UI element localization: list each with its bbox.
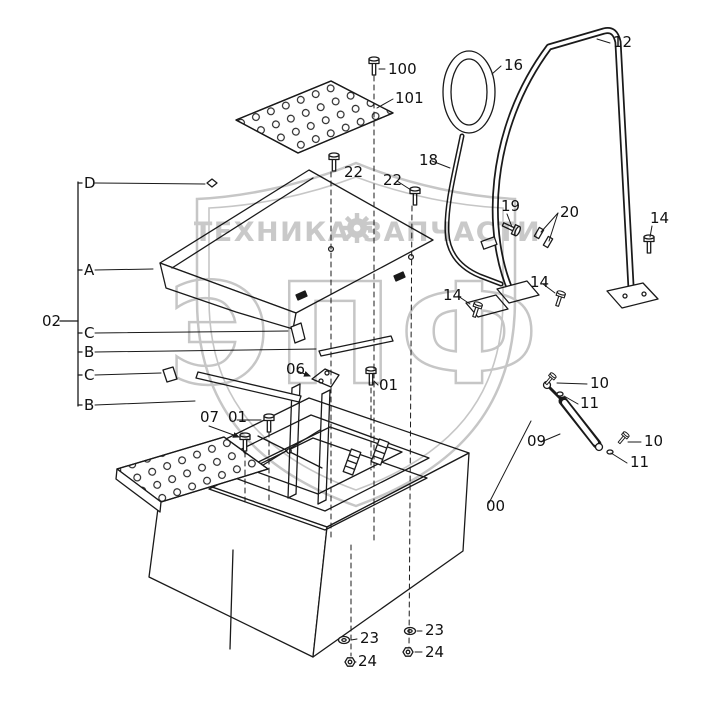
part-label-23b: 23 xyxy=(425,621,444,639)
part-label-14b: 14 xyxy=(530,273,549,291)
watermark-monogram: ЭПФ xyxy=(168,254,545,417)
clip-11 xyxy=(556,391,564,397)
bolt-100 xyxy=(368,56,380,76)
watermark-text-left: ТЕХНИКА xyxy=(194,217,350,248)
assembly-dashed-lines xyxy=(244,75,413,657)
part-label-07: 07 xyxy=(200,408,219,426)
cover-panel xyxy=(159,169,434,330)
stud-10 xyxy=(615,430,631,446)
hinge-bracket xyxy=(311,368,340,388)
rod-clamp-parts xyxy=(480,219,554,250)
bolt-22 xyxy=(328,152,340,172)
grip-rod xyxy=(444,133,504,287)
ref-label-b2: B xyxy=(84,396,94,414)
leader-lines xyxy=(94,38,653,663)
part-label-101: 101 xyxy=(395,89,424,107)
part-label-11a: 11 xyxy=(580,394,599,412)
perforated-plate xyxy=(235,80,394,154)
grab-ring xyxy=(442,50,496,134)
part-label-24b: 24 xyxy=(425,643,444,661)
watermark-text-right: ЗАПЧАСТИ xyxy=(363,217,541,248)
step-plate xyxy=(115,436,269,513)
watermark: ТЕХНИКА ЗАПЧАСТИ ЭПФ xyxy=(166,161,545,508)
watermark-shield-inner xyxy=(208,176,504,491)
part-label-06: 06 xyxy=(286,360,305,378)
base-box xyxy=(148,383,470,658)
part-label-24a: 24 xyxy=(358,652,377,670)
ref-label-c1: C xyxy=(84,324,94,342)
part-label-14a: 14 xyxy=(650,209,669,227)
part-label-10a: 10 xyxy=(590,374,609,392)
part-label-22a: 22 xyxy=(344,163,363,181)
d-marker xyxy=(206,178,218,188)
handrail xyxy=(465,27,659,318)
ref-label-a: A xyxy=(84,261,95,279)
nut-24 xyxy=(402,647,414,657)
part-label-12: 12 xyxy=(613,33,632,51)
part-label-16: 16 xyxy=(504,56,523,74)
part-label-18: 18 xyxy=(419,151,438,169)
ref-label-02: 02 xyxy=(42,312,61,330)
part-label-20: 20 xyxy=(560,203,579,221)
washer-23 xyxy=(403,626,417,636)
watermark-shield xyxy=(195,161,517,508)
part-label-09: 09 xyxy=(527,432,546,450)
nut-24 xyxy=(344,657,356,667)
part-label-11b: 11 xyxy=(630,453,649,471)
part-label-23a: 23 xyxy=(360,629,379,647)
gas-spring xyxy=(542,371,631,455)
ref-label-b1: B xyxy=(84,343,94,361)
part-label-00: 00 xyxy=(486,497,505,515)
part-label-14c: 14 xyxy=(443,286,462,304)
washer-23 xyxy=(337,635,351,645)
gear-icon xyxy=(342,213,372,243)
bolt-14 xyxy=(643,234,655,254)
handrail-foot-plate xyxy=(496,280,540,304)
part-label-10b: 10 xyxy=(644,432,663,450)
part-label-01a: 01 xyxy=(379,376,398,394)
ref-label-c2: C xyxy=(84,366,94,384)
handrail-foot-plate xyxy=(606,282,659,309)
part-label-100: 100 xyxy=(388,60,417,78)
reference-bracket xyxy=(59,181,83,407)
ref-label-d: D xyxy=(84,174,96,192)
